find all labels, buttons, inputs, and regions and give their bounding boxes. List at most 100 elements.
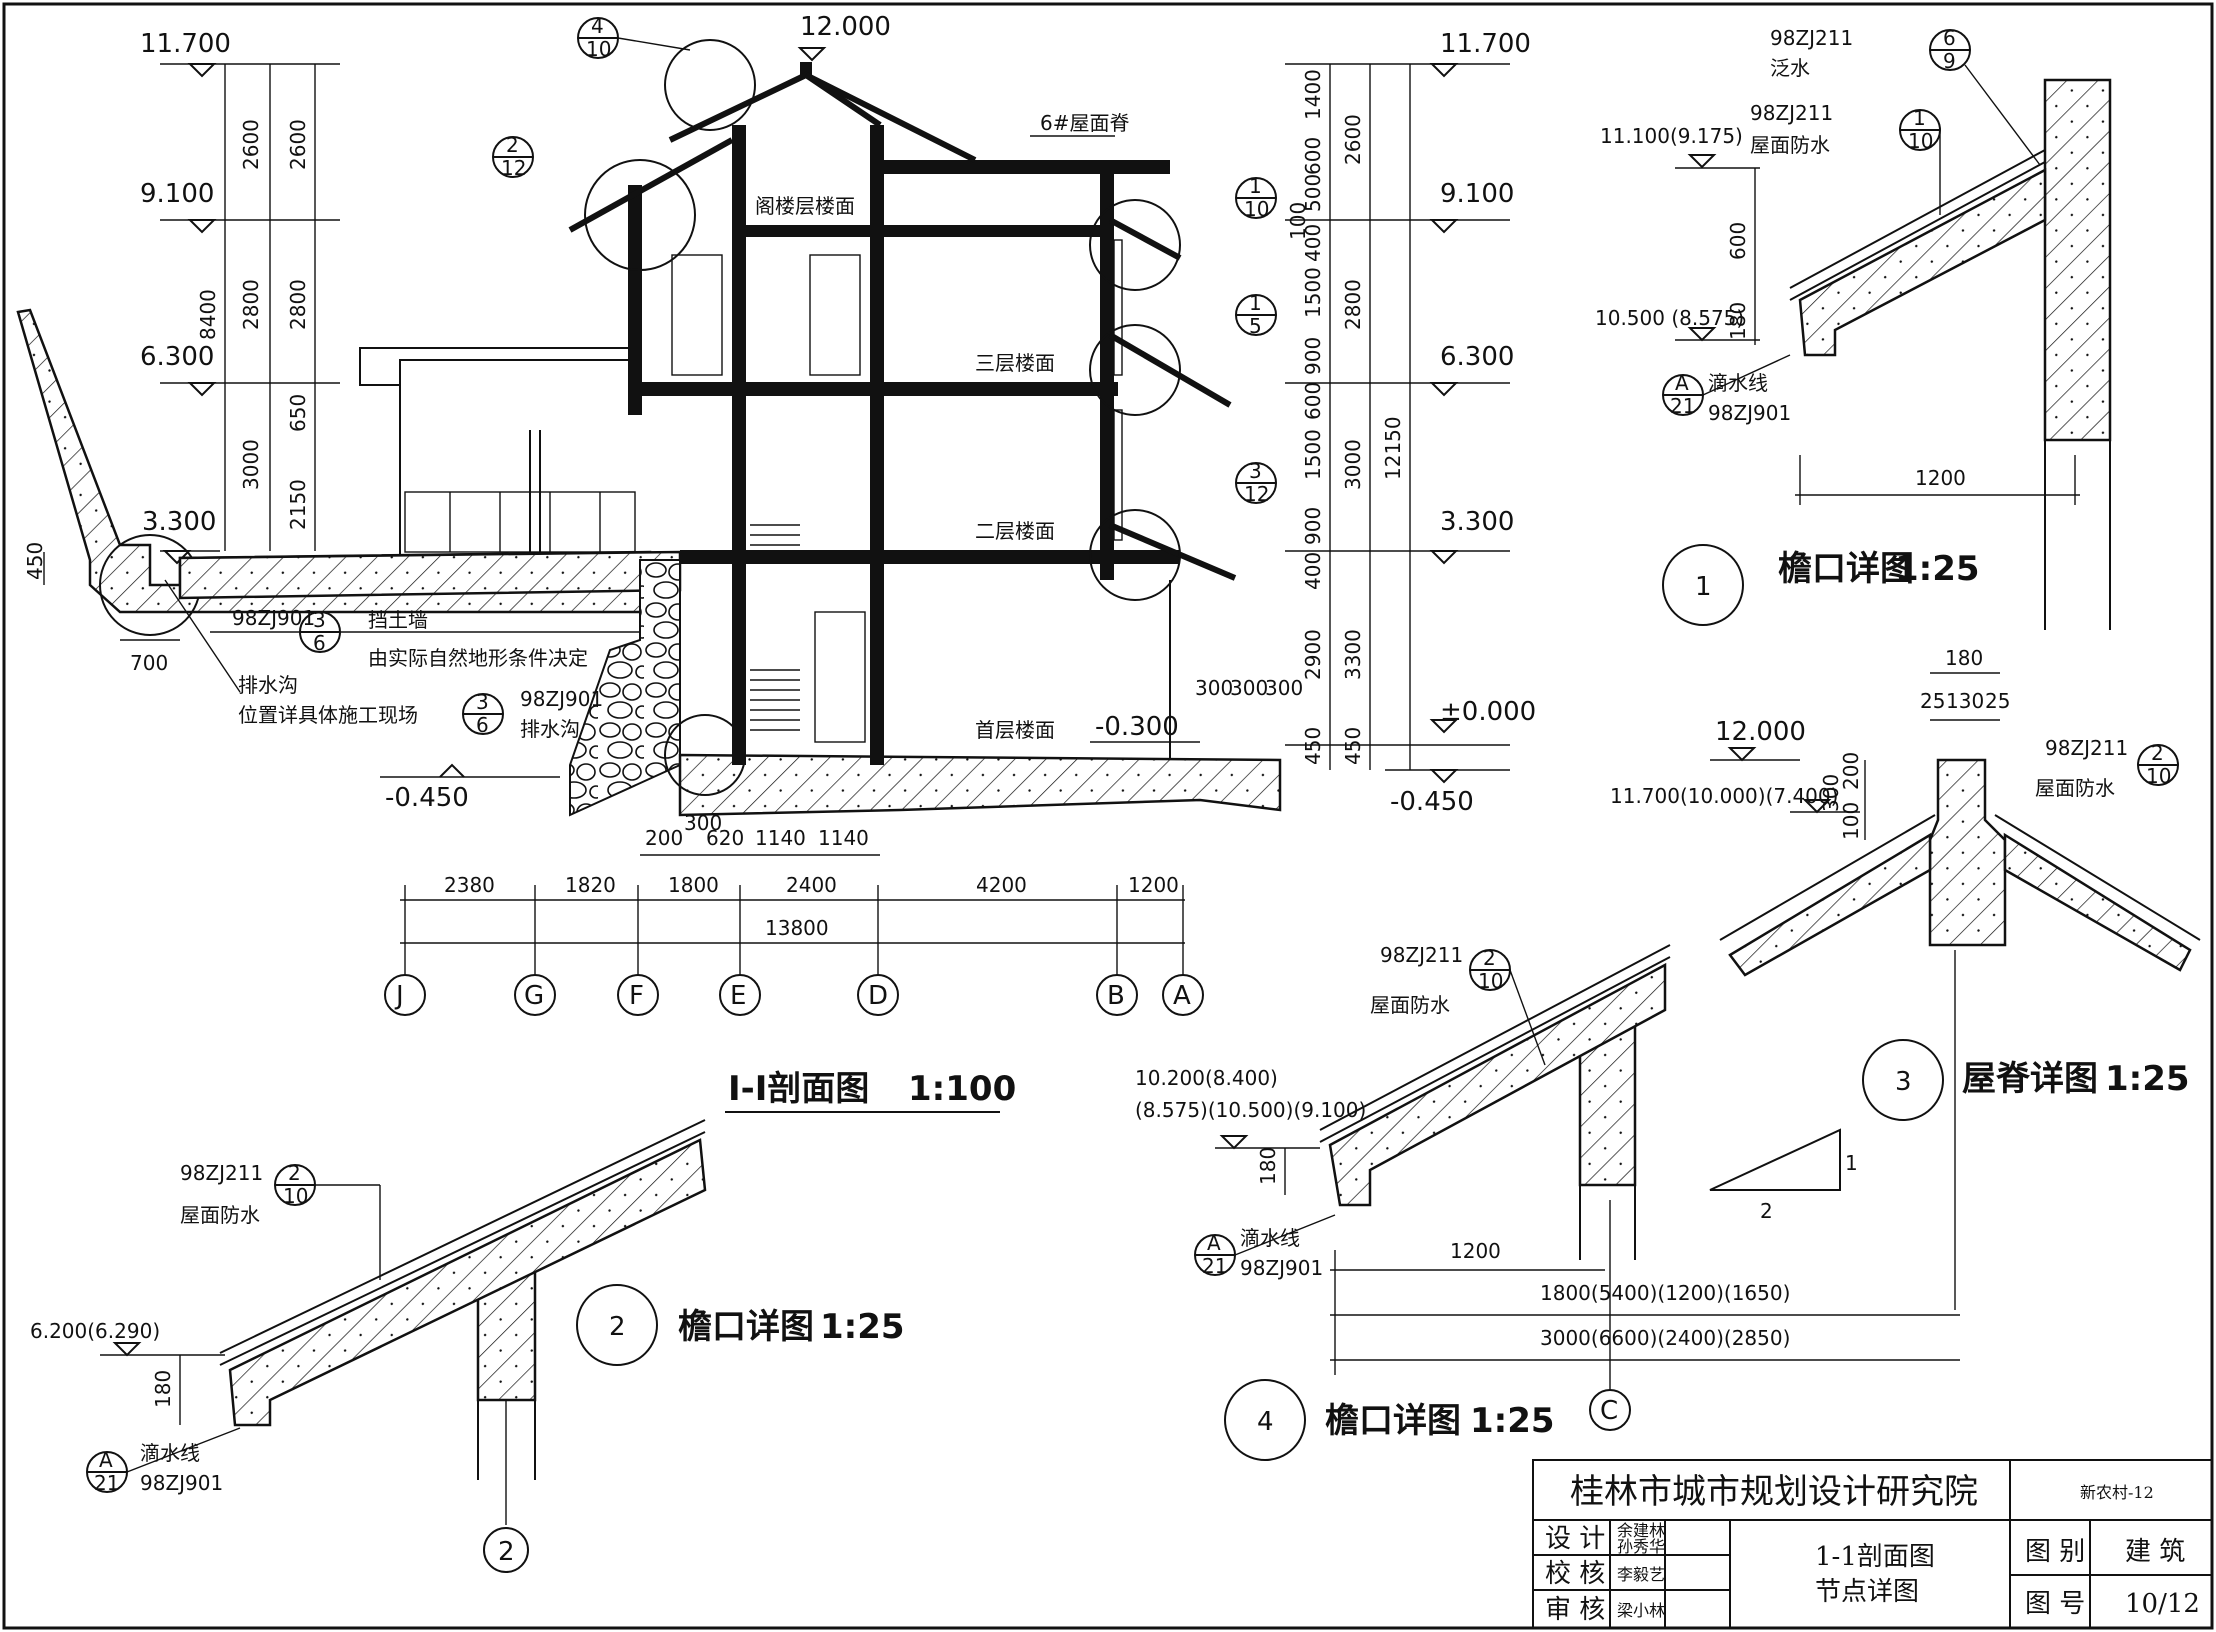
svg-text:10: 10 <box>1478 969 1503 993</box>
detail1-dim-180: 180 <box>1726 302 1750 340</box>
right-elev-9100: 9.100 <box>1440 179 1514 209</box>
detail3-dim-180: 180 <box>1945 646 1983 670</box>
detail2-axis: 2 <box>498 1537 515 1567</box>
detail4-drip-label: 滴水线 <box>1240 1226 1300 1250</box>
detail-4: 98ZJ211 屋面防水 2 10 10.200(8.400) (8.575)(… <box>1135 943 1960 1461</box>
category-value: 建 筑 <box>2125 1537 2185 1567</box>
rdim-500: 500 <box>1301 174 1325 212</box>
floor-label-3: 三层楼面 <box>975 351 1055 375</box>
axis-B: B <box>1107 981 1125 1011</box>
rdim-2900: 2900 <box>1301 629 1325 680</box>
rdim-1400: 1400 <box>1301 69 1325 120</box>
dim-2800-a: 2800 <box>239 279 263 330</box>
step-dim-2: 300 <box>1230 676 1268 700</box>
drawing-name-2: 节点详图 <box>1815 1577 1919 1607</box>
callout-circle-1-5 <box>1089 324 1181 416</box>
svg-text:2: 2 <box>1483 946 1496 970</box>
svg-text:10: 10 <box>1908 129 1933 153</box>
dim-2800-b: 2800 <box>286 279 310 330</box>
detail4-elev-1: 10.200(8.400) <box>1135 1066 1278 1090</box>
left-elev-9100: 9.100 <box>140 179 214 209</box>
wall-f <box>628 185 642 415</box>
svg-text:A: A <box>1675 371 1689 395</box>
axis-dim-2380: 2380 <box>444 873 495 897</box>
svg-text:6: 6 <box>313 631 326 655</box>
left-elev-6300: 6.300 <box>140 342 214 372</box>
rdim-600b: 600 <box>1301 382 1325 420</box>
svg-text:1: 1 <box>1249 291 1262 315</box>
small-dim-1140-a: 1140 <box>755 826 806 850</box>
dim-8400: 8400 <box>196 289 220 340</box>
detail2-drip-ref: A 21 <box>86 1427 241 1495</box>
svg-text:1: 1 <box>1913 106 1926 130</box>
svg-text:4: 4 <box>591 14 604 38</box>
ground-slab <box>678 753 1282 817</box>
small-dim-620: 620 <box>706 826 744 850</box>
detail1-dim-600: 600 <box>1726 222 1750 260</box>
checker-name: 李毅艺 <box>1617 1565 1665 1584</box>
svg-text:2: 2 <box>2151 741 2164 765</box>
designer-1: 余建林 <box>1617 1521 1665 1540</box>
axis-dim-1820: 1820 <box>565 873 616 897</box>
callout-circle-1-10 <box>1089 199 1181 291</box>
rdim-total-12150: 12150 <box>1381 416 1405 480</box>
detail3-elev-bottom: 11.700(10.000)(7.400) <box>1610 784 1838 808</box>
detail1-number: 1 <box>1695 572 1712 602</box>
main-roof-left <box>668 71 882 143</box>
svg-text:2: 2 <box>506 133 519 157</box>
section-drawing: 11.700 9.100 6.300 3.300 -0.450 2600 280… <box>16 12 1536 1113</box>
detail2-ref: 98ZJ211 <box>180 1161 263 1185</box>
axis-J: J <box>394 981 404 1011</box>
detail1-wall <box>2043 78 2112 442</box>
title-block: 桂林市城市规划设计研究院 新农村-12 设 计 余建林 孙秀华 校 核 李毅艺 … <box>1532 1459 2213 1629</box>
rdim-100: 100 <box>1286 202 1310 240</box>
detail3-dim-130: 130 <box>1946 689 1984 713</box>
svg-text:5: 5 <box>1249 314 1262 338</box>
dim-650: 650 <box>286 394 310 432</box>
rdim2-2800: 2800 <box>1341 279 1365 330</box>
detail1-title: 檐口详图 <box>1778 549 1914 589</box>
detail3-number: 3 <box>1895 1067 1912 1097</box>
attic-slab <box>732 225 1112 237</box>
reviewer-name: 梁小林 <box>1617 1601 1665 1620</box>
detail1-ref2-label: 屋面防水 <box>1750 133 1830 157</box>
ref-98zj901-a: 98ZJ901 <box>232 606 315 630</box>
detail4-title: 檐口详图 <box>1325 1401 1461 1441</box>
detail2-ref-label: 屋面防水 <box>180 1203 260 1227</box>
right-elev-6300: 6.300 <box>1440 342 1514 372</box>
step-dim-3: 300 <box>1265 676 1303 700</box>
right-elev-11700: 11.700 <box>1440 29 1531 59</box>
design-label: 设 计 <box>1545 1524 1605 1554</box>
floor-label-2: 二层楼面 <box>975 519 1055 543</box>
detail4-axis-circle <box>1589 1389 1631 1431</box>
balcony-roof-2 <box>1108 332 1232 408</box>
rdim-900b: 900 <box>1301 507 1325 545</box>
detail1-ref2: 98ZJ211 <box>1750 101 1833 125</box>
left-elev-minus0450: -0.450 <box>385 783 469 813</box>
category-label: 图 别 <box>2025 1537 2085 1567</box>
detail2-number-circle <box>576 1284 658 1366</box>
svg-text:21: 21 <box>94 1471 119 1495</box>
number-label: 图 号 <box>2025 1589 2085 1619</box>
detail4-elev-2: (8.575)(10.500)(9.100) <box>1135 1098 1366 1122</box>
balcony-roof-1 <box>1108 217 1182 261</box>
section-title: I-I剖面图 <box>728 1069 869 1109</box>
dim-2600-a: 2600 <box>239 119 263 170</box>
detail4-drip-ref: A 21 <box>1194 1214 1336 1278</box>
drain-note: 位置详具体施工现场 <box>238 703 418 727</box>
detail-3: 12.000 11.700(10.000)(7.400) 200 300 100… <box>1610 646 2201 1310</box>
detail3-dim-200: 200 <box>1839 752 1863 790</box>
right-elev-0000: ±0.000 <box>1440 697 1536 727</box>
ridge-block <box>800 62 812 76</box>
ref-bubble-1-10: 1 10 <box>1235 174 1277 221</box>
small-dim-300: 300 <box>684 811 722 835</box>
detail3-slab-left <box>1728 832 1932 977</box>
detail3-dim-300: 300 <box>1819 774 1843 812</box>
detail1-eave-slab <box>1798 167 2047 357</box>
svg-text:A: A <box>99 1448 113 1472</box>
detail2-scale: 1:25 <box>820 1307 905 1347</box>
detail-1: 6 9 98ZJ211 泛水 1 10 98ZJ211 屋面防水 11.100(… <box>1595 26 2112 630</box>
ref-bubble-1-5: 1 5 <box>1235 291 1277 338</box>
svg-text:12: 12 <box>501 156 526 180</box>
detail1-drip-label: 滴水线 <box>1708 371 1768 395</box>
